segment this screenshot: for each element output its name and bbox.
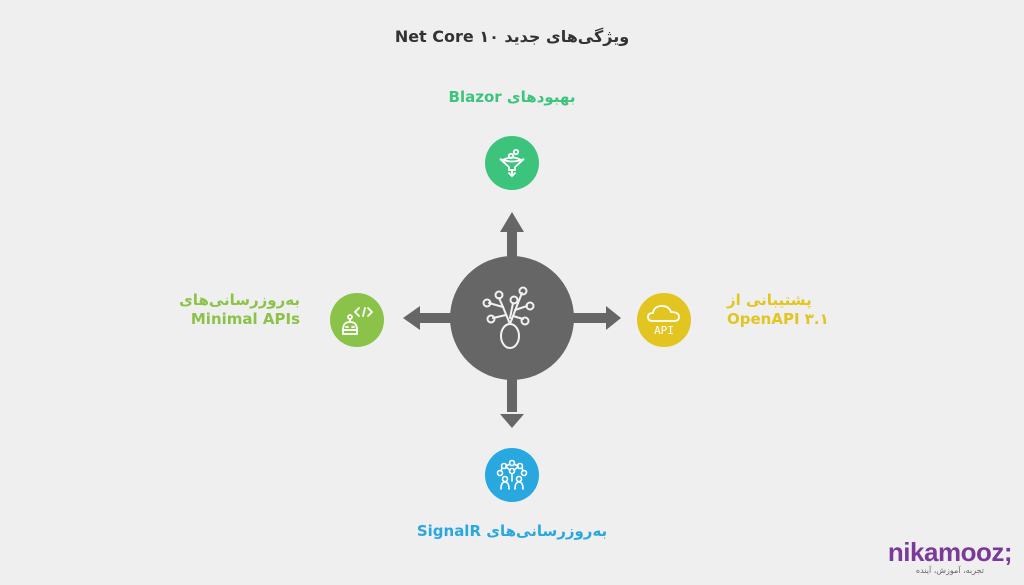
arrow-up-shaft: [507, 230, 517, 260]
logo-tagline: تجربه، آموزش، آینده: [915, 566, 984, 575]
robot-code-icon: [342, 307, 374, 335]
minimal-apis-node: [330, 293, 384, 347]
openapi-node: API: [637, 293, 691, 347]
arrow-up-head: [500, 212, 524, 232]
tree-network-icon: [482, 286, 535, 349]
blazor-node: [485, 136, 539, 190]
nikamooz-logo: nikamooz; تجربه، آموزش، آینده: [887, 537, 1013, 575]
arrow-left-shaft: [418, 313, 454, 323]
funnel-icon: [499, 148, 525, 178]
arrow-down-head: [500, 414, 524, 428]
minimal-apis-label-line2: Minimal APIs: [190, 310, 300, 328]
diagram-title: ویژگی‌های جدید Net Core ۱۰: [394, 27, 630, 46]
minimal-apis-label: به‌روزرسانی‌های Minimal APIs: [179, 291, 300, 329]
arrow-left-head: [403, 306, 420, 330]
arrow-down-shaft: [507, 376, 517, 412]
arrow-right-head: [606, 306, 621, 330]
network-people-icon: [496, 459, 528, 490]
svg-text:API: API: [654, 324, 674, 337]
signalr-label: به‌روزرسانی‌های SignalR: [416, 522, 608, 540]
center-node: [450, 256, 574, 380]
signalr-node: [485, 448, 539, 502]
openapi-label-line2: OpenAPI ۳.۱: [727, 310, 829, 328]
openapi-label-line1: پشتیبانی از: [727, 291, 812, 309]
blazor-label: بهبودهای Blazor: [448, 88, 576, 106]
cloud-api-icon: API: [647, 305, 680, 337]
logo-text: nikamooz;: [887, 537, 1013, 567]
minimal-apis-label-line1: به‌روزرسانی‌های: [179, 291, 300, 309]
arrow-right-shaft: [570, 313, 608, 323]
openapi-label: پشتیبانی از OpenAPI ۳.۱: [727, 291, 829, 329]
